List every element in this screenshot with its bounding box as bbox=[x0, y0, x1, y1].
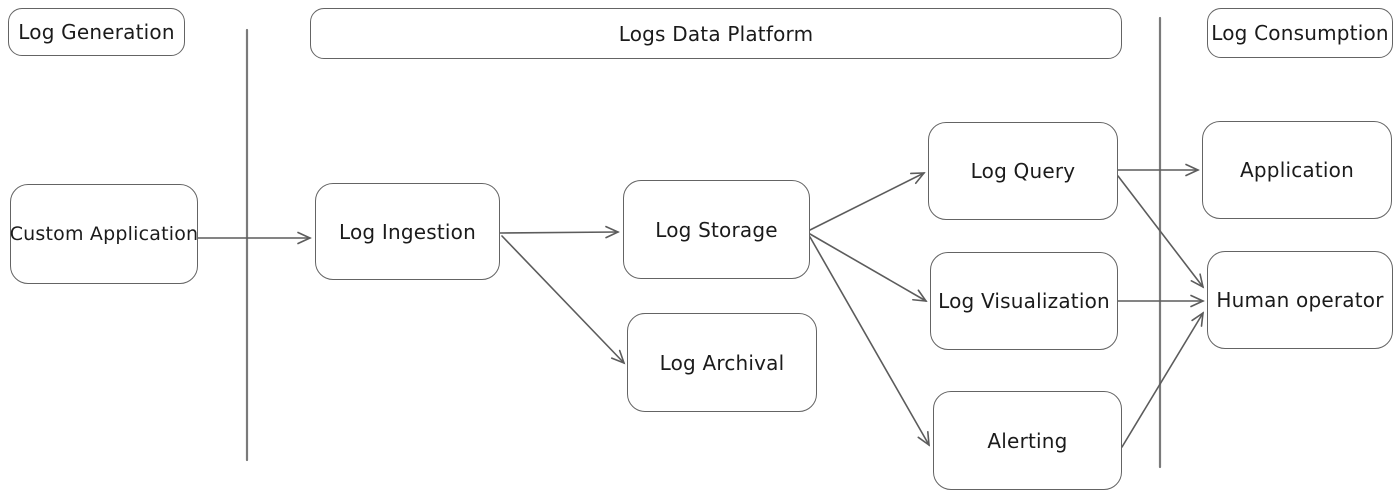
node-label: Log Query bbox=[970, 159, 1076, 183]
node-log-query: Log Query bbox=[928, 122, 1118, 220]
edge-log-storage-to-log-visualization bbox=[809, 233, 928, 302]
node-application: Application bbox=[1202, 121, 1392, 219]
node-log-visualization: Log Visualization bbox=[930, 252, 1118, 350]
edge-log-query-to-human-operator bbox=[1117, 175, 1205, 289]
section-label-log-consumption: Log Consumption bbox=[1207, 8, 1393, 58]
node-alerting: Alerting bbox=[933, 391, 1122, 490]
node-label: Application bbox=[1240, 158, 1354, 182]
section-label-text: Logs Data Platform bbox=[618, 21, 814, 46]
node-log-ingestion: Log Ingestion bbox=[315, 183, 500, 280]
node-label: Log Ingestion bbox=[339, 219, 476, 244]
node-label: Log Visualization bbox=[938, 289, 1110, 313]
node-human-operator: Human operator bbox=[1207, 251, 1393, 349]
section-label-logs-data-platform: Logs Data Platform bbox=[310, 8, 1122, 59]
node-label: Human operator bbox=[1216, 288, 1384, 312]
node-label: Custom Application bbox=[9, 223, 199, 245]
edge-log-ingestion-to-log-storage bbox=[499, 225, 620, 239]
edge-log-ingestion-to-log-archival bbox=[501, 235, 626, 365]
section-label-log-generation: Log Generation bbox=[8, 8, 185, 56]
section-label-text: Log Consumption bbox=[1211, 21, 1389, 45]
edge-log-storage-to-log-query bbox=[809, 172, 926, 231]
node-custom-application: Custom Application bbox=[10, 184, 198, 284]
node-label: Alerting bbox=[987, 428, 1068, 453]
node-log-storage: Log Storage bbox=[623, 180, 810, 279]
edge-log-storage-to-alerting bbox=[809, 236, 930, 447]
node-label: Log Archival bbox=[659, 350, 785, 375]
node-label: Log Storage bbox=[655, 217, 778, 242]
edge-alerting-to-human-operator bbox=[1121, 311, 1204, 448]
section-label-text: Log Generation bbox=[18, 20, 175, 44]
node-log-archival: Log Archival bbox=[627, 313, 817, 412]
